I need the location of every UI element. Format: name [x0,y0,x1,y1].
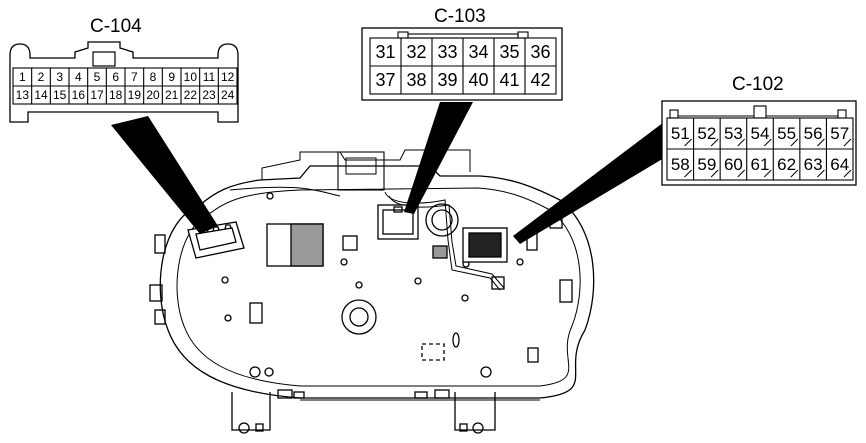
pin-number: 23 [202,88,216,102]
socket-c-102 [462,227,508,263]
leader-c-104 [111,116,218,234]
pin-number: 37 [375,70,395,90]
pin-number: 51 [671,124,690,143]
pin-slash [684,138,692,147]
pin-number: 52 [697,124,716,143]
pin-number: 16 [72,88,86,102]
pin-slash [763,138,772,147]
pin-number: 32 [406,42,426,62]
pin-number: 15 [53,88,67,102]
pin-slash [817,169,825,178]
connector-key-c-104 [92,51,116,67]
pin-number: 54 [751,124,770,143]
pin-slash [817,138,825,147]
leader-c-102 [513,122,664,244]
connector-c-103: C-103 31 32 33 34 35 36 37 38 39 40 41 42 [361,6,563,101]
connector-label-c-103: C-103 [434,6,486,27]
pin-slash [790,169,799,178]
pin-number: 20 [146,88,160,102]
pin-number: 60 [724,155,743,174]
pin-number: 7 [131,70,138,84]
pin-slash [843,138,852,147]
pin-number: 64 [830,155,849,174]
leader-wedges [111,102,664,244]
connector-outline-c-103 [361,27,563,101]
pin-number: 13 [16,88,30,102]
connector-c-102: C-102 51 52 53 54 55 56 57 58 59 60 61 62 63 64 [661,74,857,186]
pin-number: 62 [777,155,796,174]
pin-slash [843,169,852,178]
pin-number: 14 [34,88,48,102]
pin-slash [710,138,719,147]
pin-number: 19 [128,88,142,102]
pin-number: 33 [437,42,457,62]
pin-number: 9 [168,70,175,84]
pin-number: 17 [90,88,104,102]
pin-number: 36 [530,42,550,62]
pin-slash [684,169,692,178]
pin-number: 59 [697,155,716,174]
pin-slash [790,138,799,147]
pin-number: 55 [777,124,796,143]
pin-number: 1 [19,70,26,84]
pin-slash [737,169,746,178]
pin-number: 53 [724,124,743,143]
pin-number: 38 [406,70,426,90]
leader-c-103 [404,102,473,214]
pin-number: 21 [165,88,179,102]
pin-number: 35 [499,42,519,62]
pin-number: 41 [499,70,519,90]
connector-label-c-102: C-102 [732,74,784,95]
pin-number: 24 [221,88,235,102]
pin-grid-c-102 [666,117,854,181]
instrument-cluster-housing [149,149,595,434]
connector-label-c-104: C-104 [90,16,142,37]
pin-number: 8 [150,70,157,84]
pin-number: 61 [751,155,770,174]
pin-number: 34 [468,42,488,62]
pin-number: 42 [530,70,550,90]
pin-number: 5 [94,70,101,84]
pin-number: 56 [804,124,823,143]
pin-number: 2 [38,70,45,84]
pin-number: 18 [109,88,123,102]
pin-number: 31 [375,42,395,62]
pin-number: 11 [203,70,216,84]
pin-number: 58 [671,155,690,174]
pin-number: 63 [804,155,823,174]
connector-latch-c-102 [669,105,847,119]
pin-number: 39 [437,70,457,90]
pin-number: 12 [221,70,235,84]
pin-number: 57 [830,124,849,143]
pin-slash [763,169,772,178]
pin-slash [710,169,719,178]
pin-number: 6 [112,70,119,84]
pin-number: 3 [56,70,63,84]
pin-slash [737,138,746,147]
pin-number: 40 [468,70,488,90]
pin-number: 22 [184,88,198,102]
pin-number: 4 [75,70,82,84]
pin-number: 10 [184,70,198,84]
